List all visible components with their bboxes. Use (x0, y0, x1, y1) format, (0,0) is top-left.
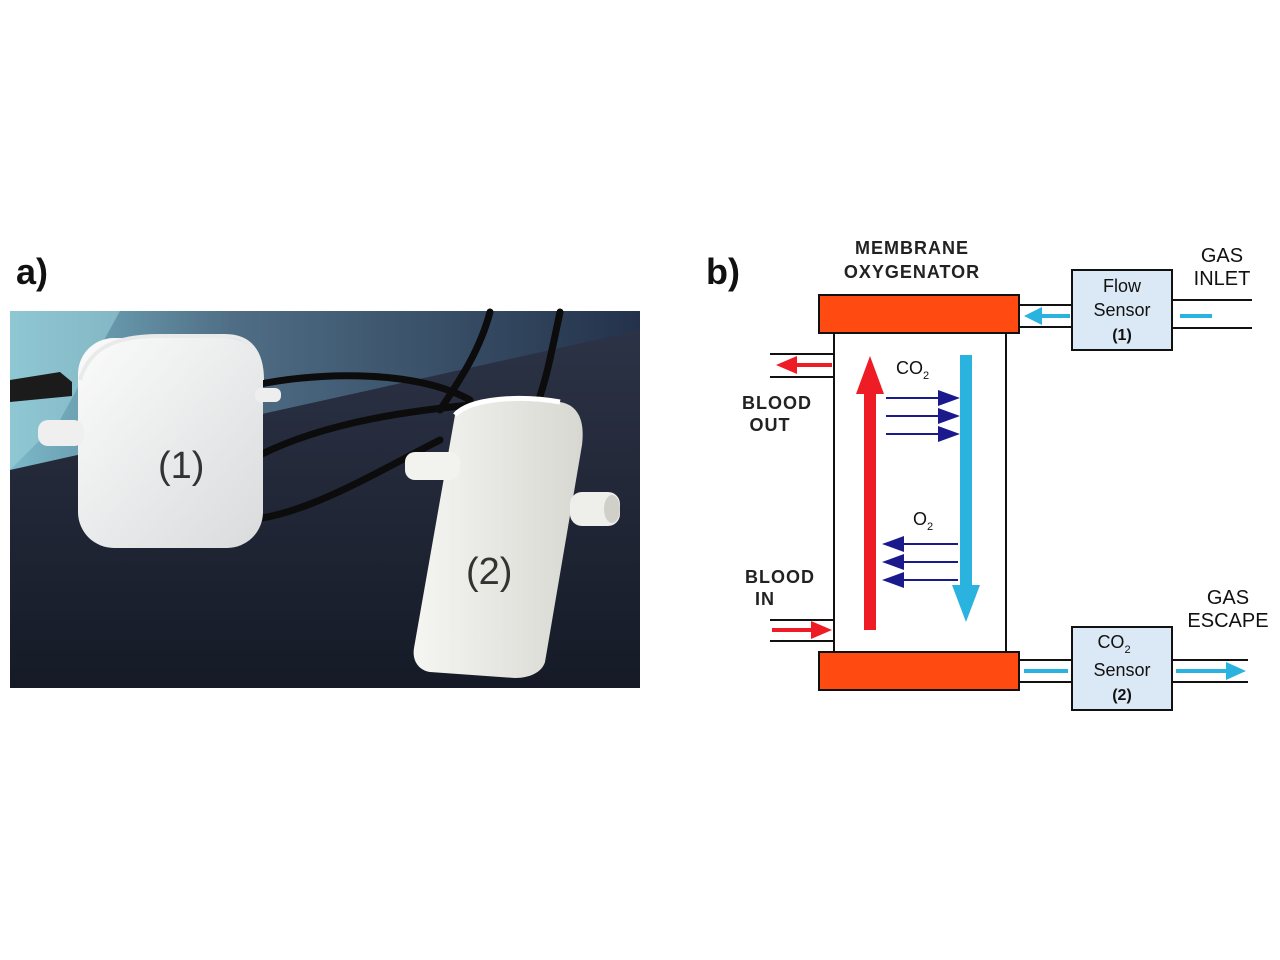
blood-out-arrow-icon (776, 356, 832, 374)
gas-escape-arrow-icon (1024, 662, 1246, 680)
flow-sensor-label-line2: Sensor (1093, 300, 1150, 320)
oxygenator-label-line1: MEMBRANE (855, 238, 969, 258)
cable-icon (236, 308, 564, 524)
gas-inlet-label-line2: INLET (1194, 268, 1251, 290)
co2-transfer-arrows-icon (886, 390, 960, 442)
o2-label: O2 (913, 509, 933, 533)
co2-sensor-label-line1: CO2 (1097, 632, 1130, 656)
device-1-label: (1) (158, 445, 204, 487)
gas-escape-label-line1: GAS (1207, 587, 1249, 609)
blood-in-label-line1: BLOOD (745, 567, 815, 587)
gas-escape-pipe (1019, 659, 1248, 683)
connector-icon (10, 372, 72, 402)
panel-a-label: a) (16, 251, 48, 292)
co2-label: CO2 (896, 358, 929, 382)
blood-out-pipe (770, 353, 834, 378)
blood-out-label-line1: BLOOD (742, 393, 812, 413)
oxygenator-label-line2: OXYGENATOR (844, 262, 980, 282)
blood-in-arrow-icon (772, 621, 832, 639)
device-1: (1) (38, 334, 281, 548)
flow-sensor-label-line3: (1) (1112, 327, 1132, 344)
flow-sensor-label-line1: Flow (1103, 276, 1142, 296)
co2-sensor-box (1071, 626, 1173, 711)
gas-flow-arrow-icon (952, 355, 980, 622)
blood-in-pipe (770, 619, 834, 642)
oxygenator-body (833, 332, 1007, 656)
gas-inlet-pipe (1019, 299, 1252, 329)
gas-escape-label-line2: ESCAPE (1187, 610, 1268, 632)
o2-transfer-arrows-icon (882, 536, 958, 588)
blood-in-label-line2: IN (755, 589, 775, 609)
flow-sensor-box (1071, 269, 1173, 351)
co2-sensor-label-line2: Sensor (1093, 660, 1150, 680)
gas-inlet-arrow-icon (1024, 307, 1212, 325)
device-2-label: (2) (466, 551, 512, 593)
device-2: (2) (405, 396, 620, 678)
blood-out-label-line2: OUT (750, 415, 791, 435)
oxygenator-bottom-header (818, 651, 1020, 691)
blood-flow-arrow-icon (856, 356, 884, 630)
oxygenator-top-header (818, 294, 1020, 334)
photo: (1) (2) (10, 308, 640, 688)
co2-sensor-label-line3: (2) (1112, 687, 1132, 704)
panel-b-label: b) (706, 251, 740, 292)
gas-inlet-label-line1: GAS (1201, 245, 1243, 267)
